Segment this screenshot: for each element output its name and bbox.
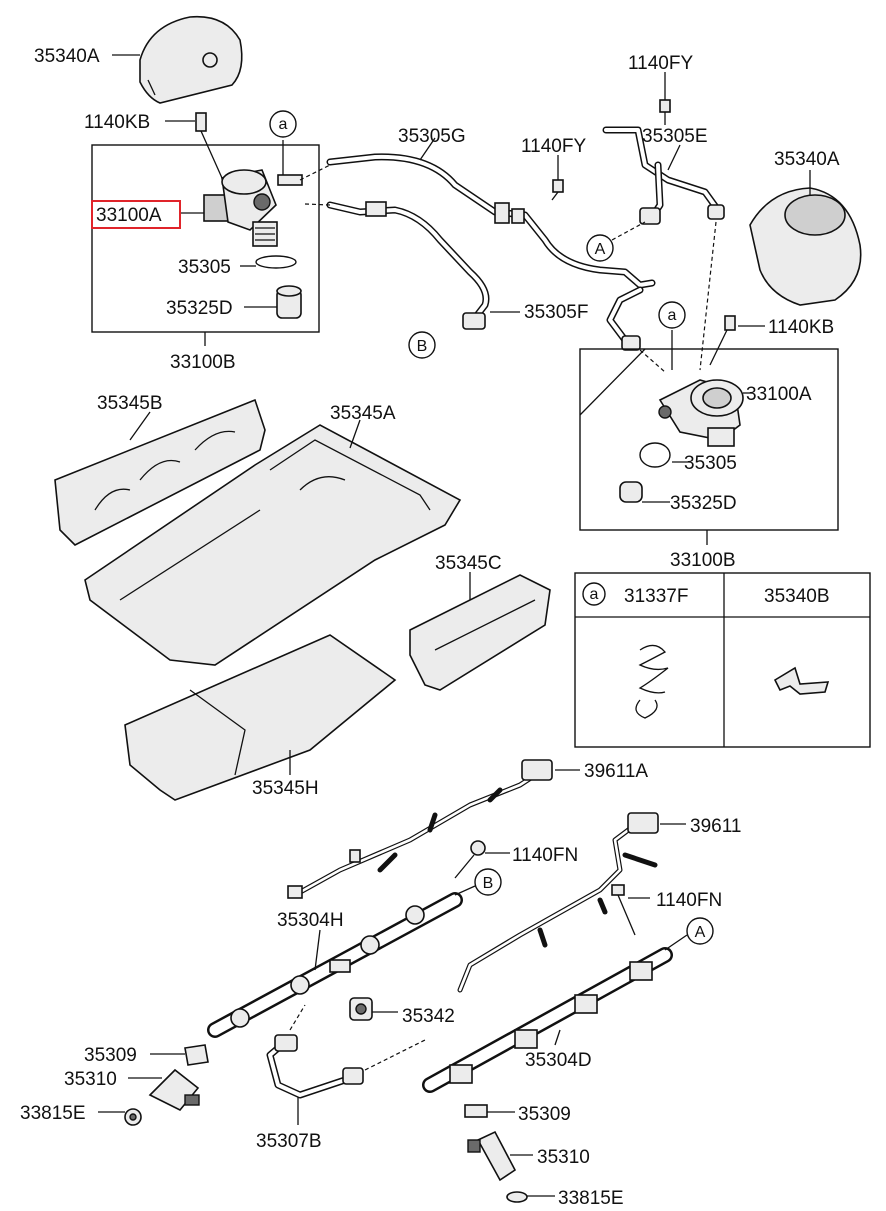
label-1140kb-right[interactable]: 1140KB — [768, 317, 834, 338]
svg-text:a: a — [668, 307, 677, 324]
ref-circle-a-right[interactable]: a — [658, 301, 686, 329]
ref-circle-B-left[interactable]: B — [408, 331, 436, 359]
o-ring-35305-left[interactable] — [255, 255, 297, 269]
fuel-pipe-35305g[interactable] — [326, 153, 656, 289]
label-35309-right[interactable]: 35309 — [518, 1104, 571, 1125]
label-35304d[interactable]: 35304D — [525, 1050, 592, 1071]
label-35325d-left[interactable]: 35325D — [166, 298, 233, 319]
bolt-1140kb-right-icon[interactable] — [709, 315, 736, 366]
fuel-pipe-35307b[interactable] — [266, 1034, 364, 1099]
wiring-harness-39611[interactable] — [457, 812, 659, 993]
ref-circle-A-mid[interactable]: A — [586, 234, 614, 262]
high-pressure-pump-right[interactable] — [658, 379, 744, 447]
fuel-pipe-35305f[interactable] — [326, 201, 490, 330]
fuel-pipe-35305e[interactable] — [602, 126, 725, 225]
svg-text:B: B — [483, 875, 494, 892]
ref-circle-A-rail[interactable]: A — [686, 917, 714, 945]
label-35307b[interactable]: 35307B — [256, 1131, 322, 1152]
bolt-1140kb-icon[interactable] — [195, 112, 223, 179]
engine-cover-35340a-right[interactable] — [749, 187, 862, 306]
label-1140fn-right[interactable]: 1140FN — [656, 890, 722, 911]
label-1140kb-top[interactable]: 1140KB — [84, 112, 150, 133]
bolt-1140fn-top-icon[interactable] — [454, 840, 486, 879]
label-35345a[interactable]: 35345A — [330, 403, 396, 424]
label-35304h[interactable]: 35304H — [277, 910, 344, 931]
bolt-1140fy-top-icon[interactable] — [659, 99, 671, 125]
engine-cover-35345b[interactable] — [54, 398, 266, 546]
label-35305f[interactable]: 35305F — [524, 302, 588, 323]
label-35310-right[interactable]: 35310 — [537, 1147, 590, 1168]
label-35305-right[interactable]: 35305 — [684, 453, 737, 474]
label-1140fn-top[interactable]: 1140FN — [512, 845, 578, 866]
legend-table — [574, 572, 871, 748]
injector-35310-right[interactable] — [467, 1130, 517, 1182]
clip-35309-left[interactable] — [184, 1044, 209, 1066]
label-35345h[interactable]: 35345H — [252, 778, 319, 799]
wiring-harness-39611a[interactable] — [287, 759, 553, 899]
seal-33815e-left[interactable] — [124, 1108, 142, 1126]
svg-text:a: a — [279, 116, 288, 133]
label-39611[interactable]: 39611 — [690, 816, 741, 837]
label-35340a-right[interactable]: 35340A — [774, 149, 840, 170]
pressure-sensor-35342[interactable] — [349, 997, 373, 1021]
bolt-1140fy-mid-icon[interactable] — [551, 179, 564, 201]
label-35305g[interactable]: 35305G — [398, 126, 466, 147]
highlight-box-33100a — [91, 200, 181, 229]
cap-35325d-left[interactable] — [276, 285, 302, 319]
injector-35310-left[interactable] — [148, 1068, 200, 1112]
ref-circle-B-rail[interactable]: B — [474, 868, 502, 896]
label-33815e-right[interactable]: 33815E — [558, 1188, 624, 1209]
engine-cover-35345a[interactable] — [84, 424, 462, 666]
label-35345c[interactable]: 35345C — [435, 553, 502, 574]
label-31337f[interactable]: 31337F — [624, 586, 688, 607]
label-1140fy-top-right[interactable]: 1140FY — [628, 53, 693, 74]
fuel-pipe-to-right-pump — [606, 286, 644, 351]
seal-33815e-right[interactable] — [506, 1191, 528, 1203]
label-35342[interactable]: 35342 — [402, 1006, 455, 1027]
clip-35309-right[interactable] — [464, 1104, 488, 1118]
label-39611a[interactable]: 39611A — [584, 761, 648, 782]
ref-circle-a-top[interactable]: a — [269, 110, 297, 138]
cap-35325d-right[interactable] — [619, 481, 643, 503]
label-35325d-right[interactable]: 35325D — [670, 493, 737, 514]
o-ring-35305-right[interactable] — [639, 442, 671, 468]
label-35305e[interactable]: 35305E — [642, 126, 708, 147]
engine-cover-35345h[interactable] — [124, 634, 397, 801]
label-35305-left[interactable]: 35305 — [178, 257, 231, 278]
svg-text:a: a — [590, 586, 599, 603]
label-33100a-left[interactable]: 33100A — [96, 205, 162, 226]
bolt-1140fn-right-icon[interactable] — [611, 884, 636, 936]
label-33815e-left[interactable]: 33815E — [20, 1103, 86, 1124]
label-33100a-right[interactable]: 33100A — [746, 384, 812, 405]
label-35345b[interactable]: 35345B — [97, 393, 163, 414]
engine-cover-35340a-left[interactable] — [139, 15, 243, 104]
label-35340a-top-left[interactable]: 35340A — [34, 46, 100, 67]
legend-bracket-35340b-icon — [773, 666, 830, 695]
fuel-rail-35304d[interactable] — [422, 947, 673, 1093]
label-33100b-left[interactable]: 33100B — [170, 352, 236, 373]
engine-cover-35345c[interactable] — [409, 574, 551, 691]
svg-text:A: A — [695, 924, 706, 941]
label-35340b[interactable]: 35340B — [764, 586, 830, 607]
pump-group-right-box — [579, 348, 839, 531]
label-1140fy-mid[interactable]: 1140FY — [521, 136, 586, 157]
label-33100b-right[interactable]: 33100B — [670, 550, 736, 571]
legend-ref-circle-a: a — [582, 582, 606, 606]
svg-text:B: B — [417, 338, 428, 355]
fuel-rail-35304h[interactable] — [207, 892, 463, 1038]
label-35309-left[interactable]: 35309 — [84, 1045, 137, 1066]
legend-clip-31337f-icon — [635, 644, 669, 719]
svg-text:A: A — [595, 241, 606, 258]
high-pressure-pump-left[interactable] — [203, 169, 303, 247]
label-35310-left[interactable]: 35310 — [64, 1069, 117, 1090]
